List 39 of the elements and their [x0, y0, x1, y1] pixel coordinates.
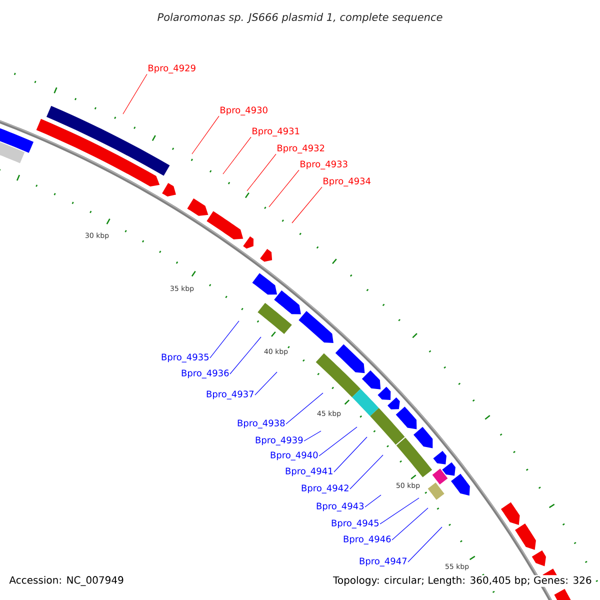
leader-line	[350, 454, 384, 490]
gene-label: Bpro_4943	[316, 502, 364, 512]
gene-label: Bpro_4939	[256, 436, 303, 446]
leader-line	[254, 372, 278, 396]
leader-line	[268, 170, 300, 208]
summary-text: Topology: circular; Length: 360,405 bp; Genes: 326	[332, 575, 593, 587]
gene-label: Bpro_4947	[360, 558, 407, 566]
gene-label: Bpro_4929	[148, 64, 196, 74]
gene-label: Bpro_4930	[220, 106, 268, 116]
leader-line	[318, 426, 358, 456]
leader-line	[230, 336, 262, 374]
gene-label: Bpro_4932	[278, 144, 324, 154]
accession-text: Accession: NC_007949	[9, 576, 124, 586]
leader-line	[380, 498, 420, 524]
leader-line	[192, 116, 220, 154]
gene-label: Bpro_4945	[332, 520, 379, 528]
gene-label: Bpro_4933	[300, 160, 348, 170]
gene-label: Bpro_4935	[162, 354, 209, 362]
title: Polaromonas sp. JS666 plasmid 1, complete sequence	[158, 12, 442, 24]
leader-line	[304, 430, 322, 442]
gene-label: Bpro_4946	[344, 536, 391, 544]
leader-line	[364, 494, 382, 508]
gene-label: Bpro_4937	[206, 390, 254, 400]
leader-line	[392, 508, 428, 540]
leader-line	[222, 136, 252, 174]
gene-label: Bpro_4941	[286, 468, 332, 476]
leader-line	[246, 154, 276, 192]
leader-line	[122, 74, 148, 114]
gene-label: Bpro_4938	[238, 420, 285, 428]
gene-label: Bpro_4931	[252, 128, 300, 136]
gene-label: Bpro_4934	[324, 178, 370, 186]
gene-label: Bpro_4940	[270, 452, 318, 460]
leader-line	[334, 436, 368, 472]
leader-line	[408, 526, 442, 562]
leader-line	[210, 320, 240, 358]
gene-label: Bpro_4936	[182, 370, 229, 378]
leader-line	[292, 186, 322, 224]
leader-line	[286, 392, 324, 424]
gene-label: Bpro_4942	[302, 484, 348, 494]
